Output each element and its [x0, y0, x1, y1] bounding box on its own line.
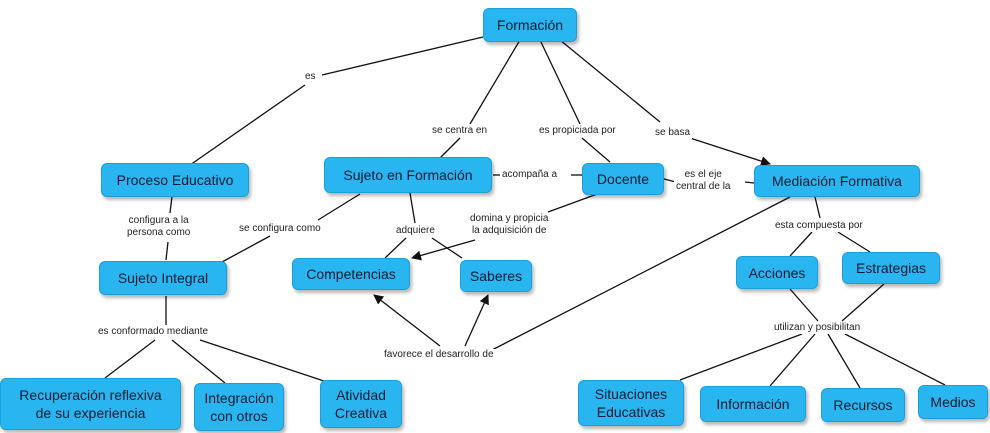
link-se-basa: se basa [653, 127, 693, 139]
edge-mediacion-compuesta [814, 196, 821, 219]
link-configura: configura a la persona como [125, 215, 193, 239]
edge-favorece-saberes [464, 294, 489, 347]
edge-utilizan-recursos [827, 333, 861, 389]
edge-acciones-utilizan [789, 288, 819, 322]
edge-formacion-es [321, 36, 484, 76]
edge-domina-competencias [411, 239, 476, 261]
link-es-conformado: es conformado mediante [96, 326, 211, 338]
edge-es-proceso [189, 84, 306, 166]
node-recursos[interactable]: Recursos [821, 388, 905, 422]
edge-conformado-integracion [171, 339, 226, 384]
link-es-propiciada-por: es propiciada por [537, 125, 618, 137]
edge-adquiere-competencias [384, 237, 407, 259]
node-mediacion-formativa[interactable]: Mediación Formativa [754, 165, 920, 197]
edge-proceso-configura [169, 195, 173, 214]
node-sujeto-en-formacion[interactable]: Sujeto en Formación [324, 157, 492, 193]
node-medios[interactable]: Medios [918, 385, 988, 419]
link-utilizan: utilizan y posibilitan [772, 322, 863, 334]
edge-utilizan-medios [844, 333, 946, 386]
node-formacion[interactable]: Formación [483, 8, 577, 42]
edge-propiciada-docente [581, 137, 611, 163]
edge-compuesta-estrategias [837, 231, 871, 253]
node-atividad-creativa[interactable]: Atividad Creativa [320, 380, 402, 428]
node-saberes[interactable]: Saberes [460, 260, 532, 292]
edge-sujeto-seconfigura [317, 193, 361, 221]
node-estrategias[interactable]: Estrategias [842, 252, 940, 284]
edge-sujeto-adquiere [409, 192, 416, 224]
edge-conformado-atividad [199, 339, 331, 384]
link-esta-compuesta-por: esta compuesta por [773, 220, 865, 232]
link-domina: domina y propicia la adquisición de [468, 213, 551, 237]
edge-eje-mediacion [744, 181, 755, 184]
link-se-configura-como: se configura como [237, 223, 323, 235]
edge-mediacion-favorece [491, 196, 791, 351]
edge-utilizan-situaciones [679, 333, 803, 381]
node-competencias[interactable]: Competencias [292, 258, 410, 290]
edge-formacion-centra [469, 39, 521, 125]
node-informacion[interactable]: Información [700, 386, 806, 422]
node-acciones[interactable]: Acciones [736, 256, 818, 289]
edge-centra-sujeto [439, 137, 461, 159]
node-integracion-con-otros[interactable]: Integración con otros [194, 383, 284, 431]
edge-formacion-propiciada [539, 39, 581, 125]
edge-configura-integral [165, 241, 169, 261]
edge-compuesta-acciones [789, 231, 813, 257]
edge-favorece-competencias [373, 294, 441, 347]
link-se-centra-en: se centra en [430, 125, 490, 137]
node-docente[interactable]: Docente [582, 163, 664, 195]
link-favorece: favorece el desarrollo de [382, 349, 496, 361]
edge-estrategias-utilizan [841, 283, 885, 322]
edge-conformado-recuperacion [104, 339, 156, 379]
edge-utilizan-informacion [769, 333, 816, 387]
link-acompana-a: acompaña a [500, 169, 560, 181]
edge-formacion-basa [559, 39, 661, 123]
link-es-el-eje: es el eje central de la [674, 169, 733, 193]
edge-seconfigura-integral [221, 235, 271, 263]
edge-basa-mediacion [689, 137, 771, 166]
node-proceso-educativo[interactable]: Proceso Educativo [101, 163, 249, 197]
node-situaciones-educativas[interactable]: Situaciones Educativas [578, 380, 684, 426]
node-recuperacion-reflexiva[interactable]: Recuperación reflexiva de su experiencia [0, 378, 181, 430]
link-es: es [303, 71, 318, 83]
edge-docente-domina [547, 192, 601, 213]
node-sujeto-integral[interactable]: Sujeto Integral [99, 261, 227, 295]
link-adquiere: adquiere [394, 225, 437, 237]
